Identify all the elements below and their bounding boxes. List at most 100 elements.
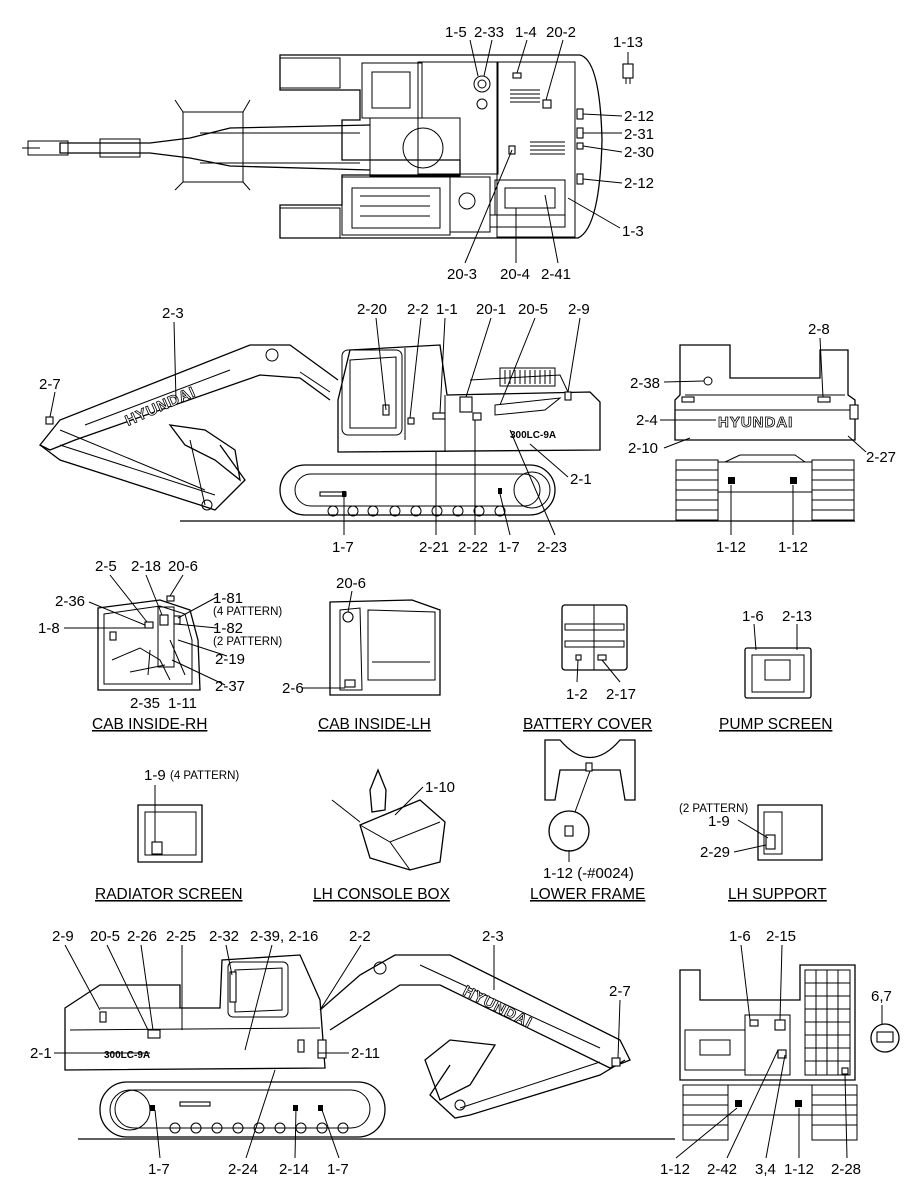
callout-label: 2-7	[39, 376, 61, 393]
callout-label: 2-37	[215, 678, 245, 695]
callout-label: 2-7	[609, 983, 631, 1000]
callout-label: 2-1	[30, 1045, 52, 1062]
callout-label: 1-5	[445, 24, 467, 41]
callout-label: 2-9	[52, 928, 74, 945]
callout-label: 3,4	[755, 1161, 776, 1178]
lower-frame-drawing	[544, 739, 636, 852]
side-grille	[499, 367, 556, 387]
side-view-machine: 300LC-9A HYUNDAI	[38, 344, 855, 522]
callout-note: (4 PATTERN)	[213, 606, 282, 618]
callout-label: 1-12 (-#0024)	[543, 865, 634, 882]
callout-label: 2-10	[628, 440, 658, 457]
cab-inside-lh-drawing	[329, 599, 441, 696]
callout-label: 20-5	[518, 301, 548, 318]
callout-label: 1-9	[144, 767, 166, 784]
callout-label: 2-9	[568, 301, 590, 318]
callout-label: 2-4	[636, 412, 658, 429]
side-model-decal: 300LC-9A	[510, 430, 556, 441]
callout-note: (4 PATTERN)	[170, 770, 239, 782]
callout-label: 1-12	[778, 539, 808, 556]
caption-cab-inside-lh: CAB INSIDE-LH	[318, 716, 431, 733]
pump-screen-drawing	[744, 647, 812, 699]
rear-brand-decal: HYUNDAI	[718, 414, 793, 431]
callout-label: 1-6	[729, 928, 751, 945]
callout-label: 1-1	[436, 301, 458, 318]
callout-label: 2-5	[95, 558, 117, 575]
callout-label: 2-19	[215, 651, 245, 668]
callout-label: 2-11	[351, 1045, 380, 1062]
callout-label: 2-14	[279, 1161, 309, 1178]
callout-label: 2-41	[541, 266, 571, 283]
top-view-machine	[22, 54, 634, 239]
callout-label: 1-13	[613, 34, 643, 51]
callout-label: 2-6	[282, 680, 304, 697]
caption-lh-support: LH SUPPORT	[728, 886, 827, 903]
callout-label: 2-20	[357, 301, 387, 318]
front-view-machine	[679, 964, 900, 1141]
callout-label: 1-7	[332, 539, 354, 556]
callout-label: 20-1	[476, 301, 506, 318]
callout-label: 2-21	[419, 539, 449, 556]
callout-note: (2 PATTERN)	[679, 803, 748, 815]
callout-label: 1-7	[498, 539, 520, 556]
caption-lh-console-box: LH CONSOLE BOX	[313, 886, 451, 903]
callout-label: 20-2	[546, 24, 576, 41]
callout-label: 1-3	[622, 223, 644, 240]
callout-label: 1-12	[660, 1161, 690, 1178]
callout-label: 2-12	[624, 108, 654, 125]
bottom-track-rollers	[169, 1122, 349, 1134]
callout-label: 1-7	[148, 1161, 170, 1178]
callout-note: (2 PATTERN)	[213, 636, 282, 648]
callout-labels: 1-5 2-33 1-4 20-2 1-13 2-12 2-31 2-30 2-…	[30, 24, 896, 1178]
bottom-model-decal: 300LC-9A	[104, 1050, 150, 1061]
callout-label: 1-2	[566, 686, 588, 703]
callout-label: 2-13	[782, 608, 812, 625]
callout-label: 1-12	[784, 1161, 814, 1178]
callout-label: 2-39, 2-16	[250, 928, 318, 945]
callout-label: 1-4	[515, 24, 537, 41]
callout-label: 2-22	[458, 539, 488, 556]
callout-label: 2-27	[866, 449, 896, 466]
callout-label: 1-82	[213, 620, 243, 637]
callout-label: 2-17	[606, 686, 636, 703]
callout-label: 2-35	[130, 695, 160, 712]
caption-pump-screen: PUMP SCREEN	[719, 716, 832, 733]
cab-inside-rh-drawing	[97, 595, 201, 691]
callout-label: 1-9	[708, 813, 730, 830]
leader-lines	[49, 39, 883, 1159]
callout-label: 2-25	[166, 928, 196, 945]
callout-label: 2-2	[349, 928, 371, 945]
caption-radiator-screen: RADIATOR SCREEN	[95, 886, 243, 903]
callout-label: 2-26	[127, 928, 157, 945]
track-rollers	[327, 505, 506, 517]
front-radiator-grid	[804, 969, 851, 1076]
callout-label: 2-8	[808, 321, 830, 338]
radiator-screen-drawing	[137, 804, 203, 863]
bottom-boom-brand: HYUNDAI	[460, 982, 535, 1031]
callout-label: 20-6	[336, 575, 366, 592]
callout-label: 2-38	[630, 375, 660, 392]
battery-cover-drawing	[561, 604, 628, 671]
lh-support-drawing	[757, 804, 823, 861]
callout-label: 20-6	[168, 558, 198, 575]
callout-label: 2-3	[162, 305, 184, 322]
callout-label: 1-10	[425, 779, 455, 796]
callout-label: 2-24	[228, 1161, 258, 1178]
callout-label: 2-31	[624, 126, 654, 143]
callout-label: 2-3	[482, 928, 504, 945]
callout-label: 2-36	[55, 593, 85, 610]
callout-label: 2-2	[407, 301, 429, 318]
callout-label: 20-3	[447, 266, 477, 283]
callout-label: 2-15	[766, 928, 796, 945]
callout-label: 2-33	[474, 24, 504, 41]
caption-cab-inside-rh: CAB INSIDE-RH	[92, 716, 207, 733]
callout-label: 1-11	[168, 695, 197, 712]
callout-label: 2-12	[624, 175, 654, 192]
callout-label: 2-32	[209, 928, 239, 945]
caption-lower-frame: LOWER FRAME	[530, 886, 645, 903]
callout-label: 2-42	[707, 1161, 737, 1178]
callout-label: 1-12	[716, 539, 746, 556]
callout-label: 1-81	[213, 590, 243, 607]
callout-label: 1-6	[742, 608, 764, 625]
